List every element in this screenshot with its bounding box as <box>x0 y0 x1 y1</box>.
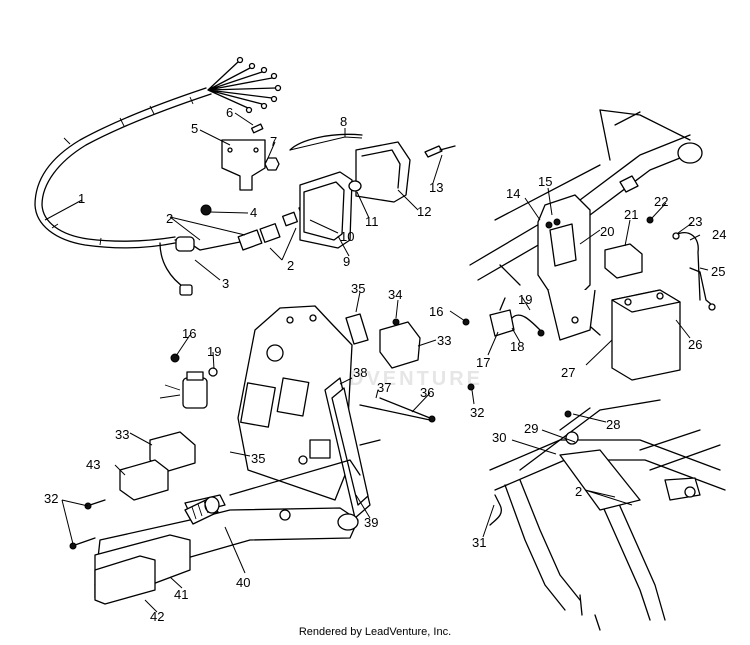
callout-42: 42 <box>150 609 164 624</box>
callout-16: 16 <box>429 304 443 319</box>
callout-14: 14 <box>506 186 520 201</box>
callout-17: 17 <box>476 355 490 370</box>
spring-40 <box>184 496 220 525</box>
battery-bracket <box>537 194 596 341</box>
callout-29: 29 <box>524 421 538 436</box>
item-19-flasher <box>159 353 218 409</box>
callout-9: 9 <box>343 254 350 269</box>
callout-35: 35 <box>351 281 365 296</box>
module-33-left <box>119 313 421 501</box>
callout-32: 32 <box>470 405 484 420</box>
callout-6: 6 <box>226 105 233 120</box>
callout-25: 25 <box>711 264 725 279</box>
callout-1: 1 <box>78 191 85 206</box>
upper-right-frame <box>469 109 703 336</box>
callout-5: 5 <box>191 121 198 136</box>
callout-4: 4 <box>250 205 257 220</box>
callout-8: 8 <box>340 114 347 129</box>
callout-21: 21 <box>624 207 638 222</box>
callout-numbers: 1 2 2 2 3 4 5 6 7 8 9 10 11 12 13 14 15 … <box>44 105 726 624</box>
callout-13: 13 <box>429 180 443 195</box>
footer-credit: Rendered by LeadVenture, Inc. <box>298 626 452 638</box>
callout-35b: 35 <box>251 451 265 466</box>
callout-33: 33 <box>437 333 451 348</box>
callout-33b: 33 <box>115 427 129 442</box>
callout-41: 41 <box>174 587 188 602</box>
callout-2c: 2 <box>575 484 582 499</box>
callout-23: 23 <box>688 214 702 229</box>
callout-15: 15 <box>538 174 552 189</box>
callout-2b: 2 <box>287 258 294 273</box>
callout-18: 18 <box>510 339 524 354</box>
battery-cables <box>672 232 716 311</box>
bracket-5 <box>200 123 280 216</box>
callout-2: 2 <box>166 211 173 226</box>
lower-right-chassis <box>489 399 726 631</box>
callout-20: 20 <box>600 224 614 239</box>
callout-19: 19 <box>518 292 532 307</box>
tail-light-assembly <box>289 133 456 249</box>
leader-lines <box>44 112 709 613</box>
wiring-harness <box>34 56 282 296</box>
callout-7: 7 <box>270 134 277 149</box>
callout-39: 39 <box>364 515 378 530</box>
item-17-relay <box>489 297 545 337</box>
battery-26 <box>604 216 681 381</box>
callout-3: 3 <box>222 276 229 291</box>
callout-10: 10 <box>340 229 354 244</box>
callout-36: 36 <box>420 385 434 400</box>
callout-28: 28 <box>606 417 620 432</box>
callout-11: 11 <box>365 214 379 229</box>
callout-43: 43 <box>86 457 100 472</box>
callout-32b: 32 <box>44 491 58 506</box>
callout-37: 37 <box>377 380 391 395</box>
callout-31: 31 <box>472 535 486 550</box>
callout-24: 24 <box>712 227 726 242</box>
mounting-plate <box>237 305 371 519</box>
callout-34: 34 <box>388 287 402 302</box>
callout-12: 12 <box>417 204 431 219</box>
callout-38: 38 <box>353 365 367 380</box>
callout-16b: 16 <box>182 326 196 341</box>
callout-27: 27 <box>561 365 575 380</box>
callout-26: 26 <box>688 337 702 352</box>
callout-30: 30 <box>492 430 506 445</box>
callout-22: 22 <box>654 194 668 209</box>
callout-19b: 19 <box>207 344 221 359</box>
callout-40: 40 <box>236 575 250 590</box>
